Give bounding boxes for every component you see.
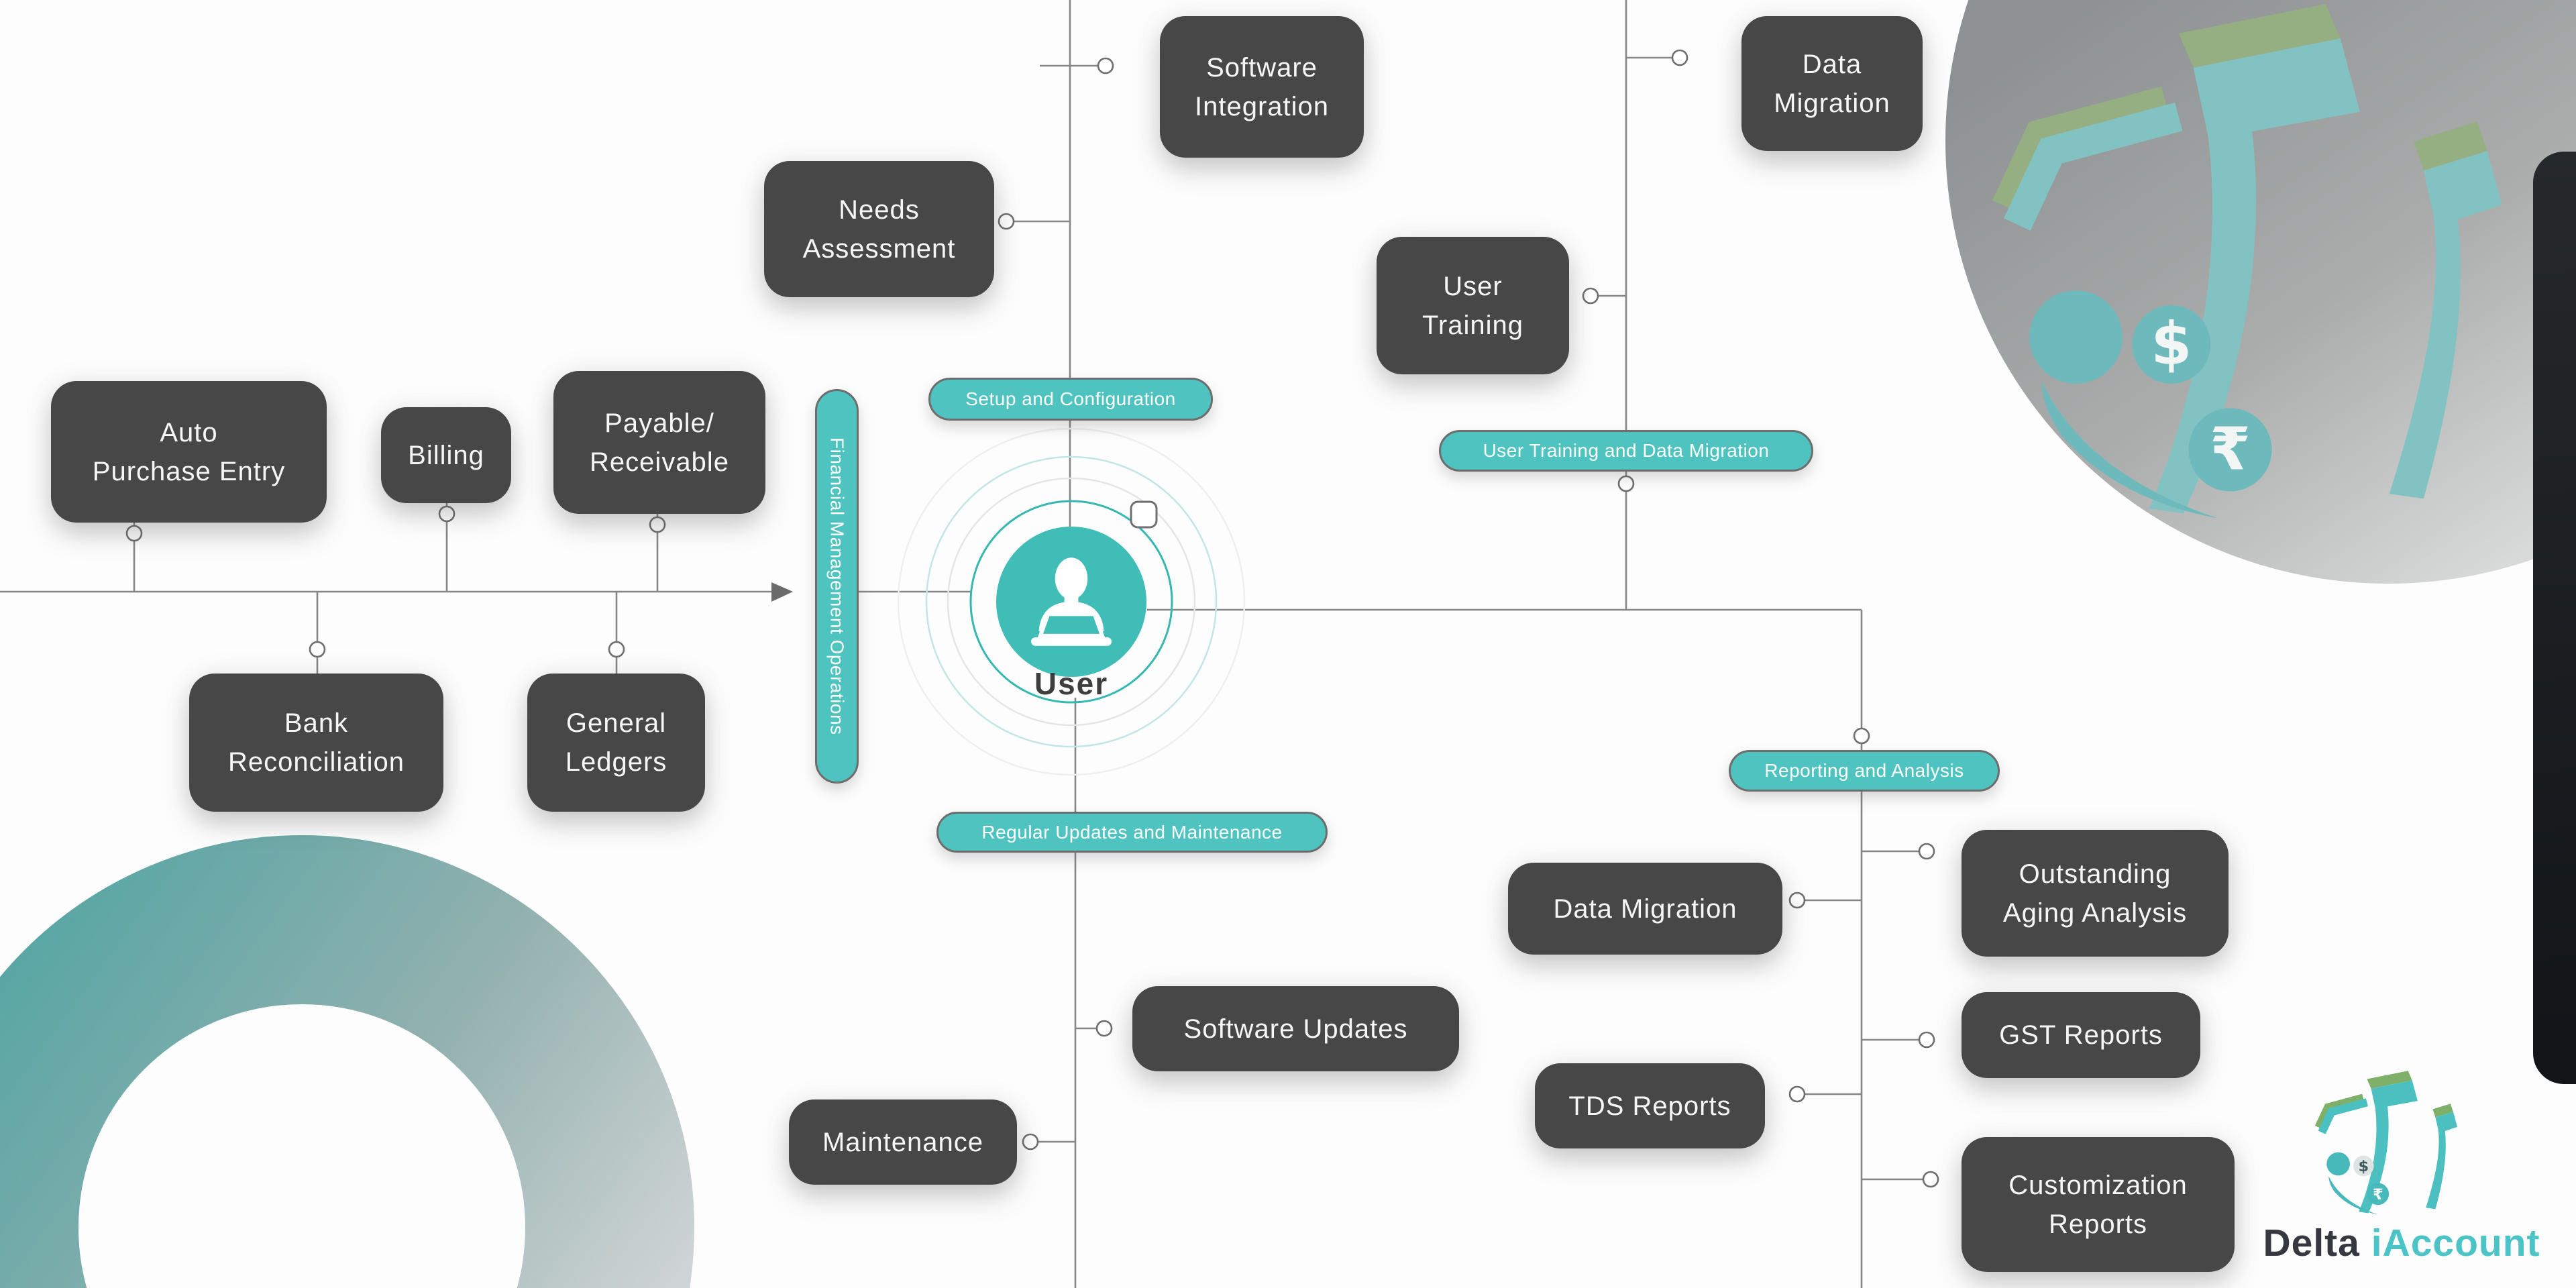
pill-financial-management-operations: Financial Management Operations xyxy=(815,389,859,784)
node-general-ledgers: General Ledgers xyxy=(527,674,705,812)
node-software-updates: Software Updates xyxy=(1132,986,1459,1071)
svg-text:$: $ xyxy=(2151,310,2192,378)
pill-reporting-and-analysis: Reporting and Analysis xyxy=(1729,750,2000,792)
user-at-laptop-icon xyxy=(1031,557,1112,646)
brand-logo: Delta iAccount xyxy=(2234,1221,2569,1265)
node-bank-reconciliation: Bank Reconciliation xyxy=(189,674,443,812)
node-tds-reports: TDS Reports xyxy=(1535,1063,1765,1148)
svg-text:₹: ₹ xyxy=(2373,1186,2383,1203)
ripple-rings xyxy=(897,427,1246,776)
node-software-integration: Software Integration xyxy=(1160,16,1364,158)
pill-regular-updates-and-maintenance: Regular Updates and Maintenance xyxy=(936,812,1328,853)
node-billing: Billing xyxy=(381,407,511,503)
rupee-coin-icon: ₹ xyxy=(2367,1183,2390,1205)
brand-name-dark: Delta xyxy=(2263,1222,2360,1265)
person-head-decoration xyxy=(2029,290,2123,384)
node-needs-assessment: Needs Assessment xyxy=(764,161,994,297)
arrowhead-icon xyxy=(771,582,793,602)
pill-setup-and-configuration: Setup and Configuration xyxy=(928,378,1213,421)
node-user-training: User Training xyxy=(1377,237,1569,374)
dollar-coin-icon: $ xyxy=(2353,1155,2374,1177)
phone-decoration xyxy=(2533,152,2576,1084)
user-avatar xyxy=(996,527,1146,677)
connector-dots xyxy=(125,49,1939,1188)
node-payable-receivable: Payable/ Receivable xyxy=(553,371,765,514)
growth-arrows-decoration: $ ₹ xyxy=(1992,4,2502,519)
node-data-migration-mid: Data Migration xyxy=(1508,863,1782,955)
growth-arrows-logo: $ ₹ xyxy=(2314,1071,2458,1215)
node-customization-reports: Customization Reports xyxy=(1962,1137,2235,1272)
node-gst-reports: GST Reports xyxy=(1962,992,2200,1078)
donut-decoration xyxy=(0,835,694,1288)
dollar-coin-icon: $ xyxy=(2132,305,2211,384)
pill-user-training-and-data-migration: User Training and Data Migration xyxy=(1439,430,1813,472)
node-maintenance: Maintenance xyxy=(789,1099,1017,1185)
rupee-coin-icon: ₹ xyxy=(2188,408,2272,492)
svg-text:₹: ₹ xyxy=(2210,415,2251,484)
person-head-logo xyxy=(2326,1152,2350,1176)
node-outstanding-aging-analysis: Outstanding Aging Analysis xyxy=(1962,830,2229,957)
checkbox-square-decoration xyxy=(1130,500,1158,529)
brand-name-teal: iAccount xyxy=(2371,1222,2540,1265)
svg-text:$: $ xyxy=(2359,1158,2369,1175)
node-data-migration-top: Data Migration xyxy=(1741,16,1923,151)
gray-circle-decoration: $ ₹ xyxy=(1945,0,2576,584)
user-label: User xyxy=(1034,666,1109,701)
node-auto-purchase-entry: Auto Purchase Entry xyxy=(51,381,327,523)
